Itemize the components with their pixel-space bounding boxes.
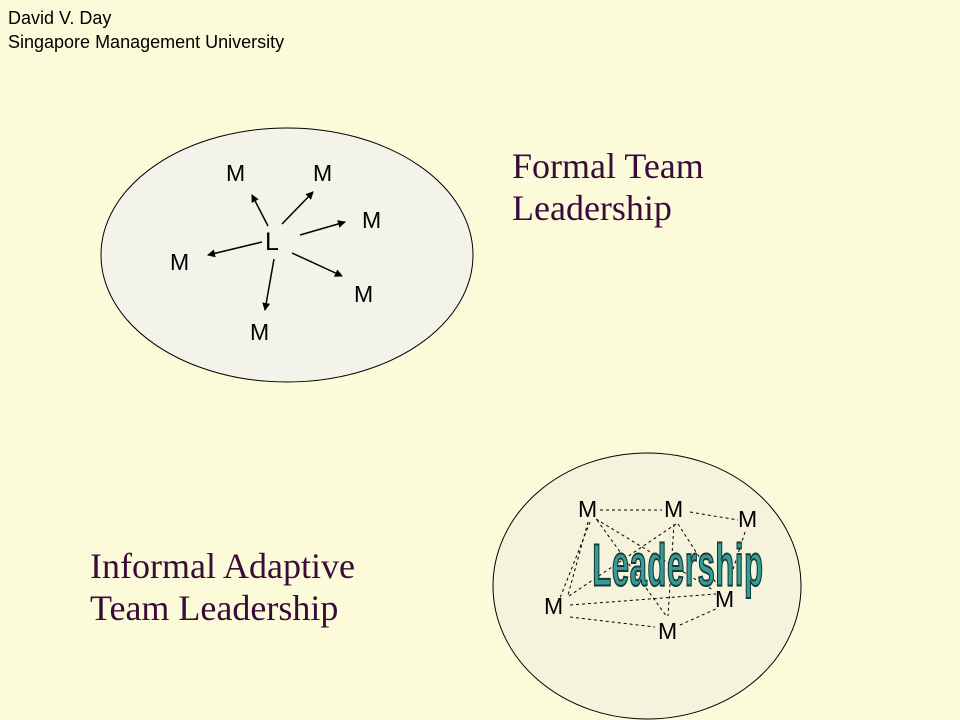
formal-team-ellipse	[100, 127, 474, 383]
formal-team-group: L M M M M M M	[100, 127, 474, 383]
formal-member-node: M	[226, 160, 245, 186]
formal-member-node: M	[250, 319, 269, 345]
arrow-to-member-right	[299, 220, 346, 236]
arrow-to-member-top-right	[281, 191, 314, 225]
informal-member-node: M	[658, 618, 677, 644]
arrow-to-member-top-left	[251, 194, 269, 227]
author-affiliation: Singapore Management University	[8, 32, 285, 52]
informal-team-caption: Informal Adaptive Team Leadership	[90, 545, 355, 629]
formal-member-node: M	[170, 249, 189, 275]
informal-team-group: Leadership M M M M M M	[492, 452, 802, 720]
arrow-to-member-lower-right	[291, 252, 343, 277]
formal-caption-line2: Leadership	[512, 188, 672, 228]
arrow-to-member-bottom	[262, 258, 275, 311]
informal-member-node: M	[544, 593, 563, 619]
leadership-wordart: Leadership	[592, 533, 763, 600]
leader-node: L	[265, 228, 279, 256]
formal-member-node: M	[354, 281, 373, 307]
arrow-to-member-left	[207, 241, 263, 258]
informal-team-ellipse	[492, 452, 802, 720]
author-name: David V. Day	[8, 8, 112, 28]
author-block: David V. Day Singapore Management Univer…	[8, 6, 284, 54]
network-lines	[559, 509, 746, 628]
informal-member-node: M	[738, 506, 757, 532]
informal-member-node: M	[664, 496, 683, 522]
informal-member-node: M	[715, 586, 734, 612]
informal-caption-line1: Informal Adaptive	[90, 546, 355, 586]
informal-member-node: M	[578, 496, 597, 522]
informal-caption-line2: Team Leadership	[90, 588, 339, 628]
formal-member-node: M	[313, 160, 332, 186]
formal-member-node: M	[362, 207, 381, 233]
formal-caption-line1: Formal Team	[512, 146, 704, 186]
formal-team-caption: Formal Team Leadership	[512, 145, 704, 229]
